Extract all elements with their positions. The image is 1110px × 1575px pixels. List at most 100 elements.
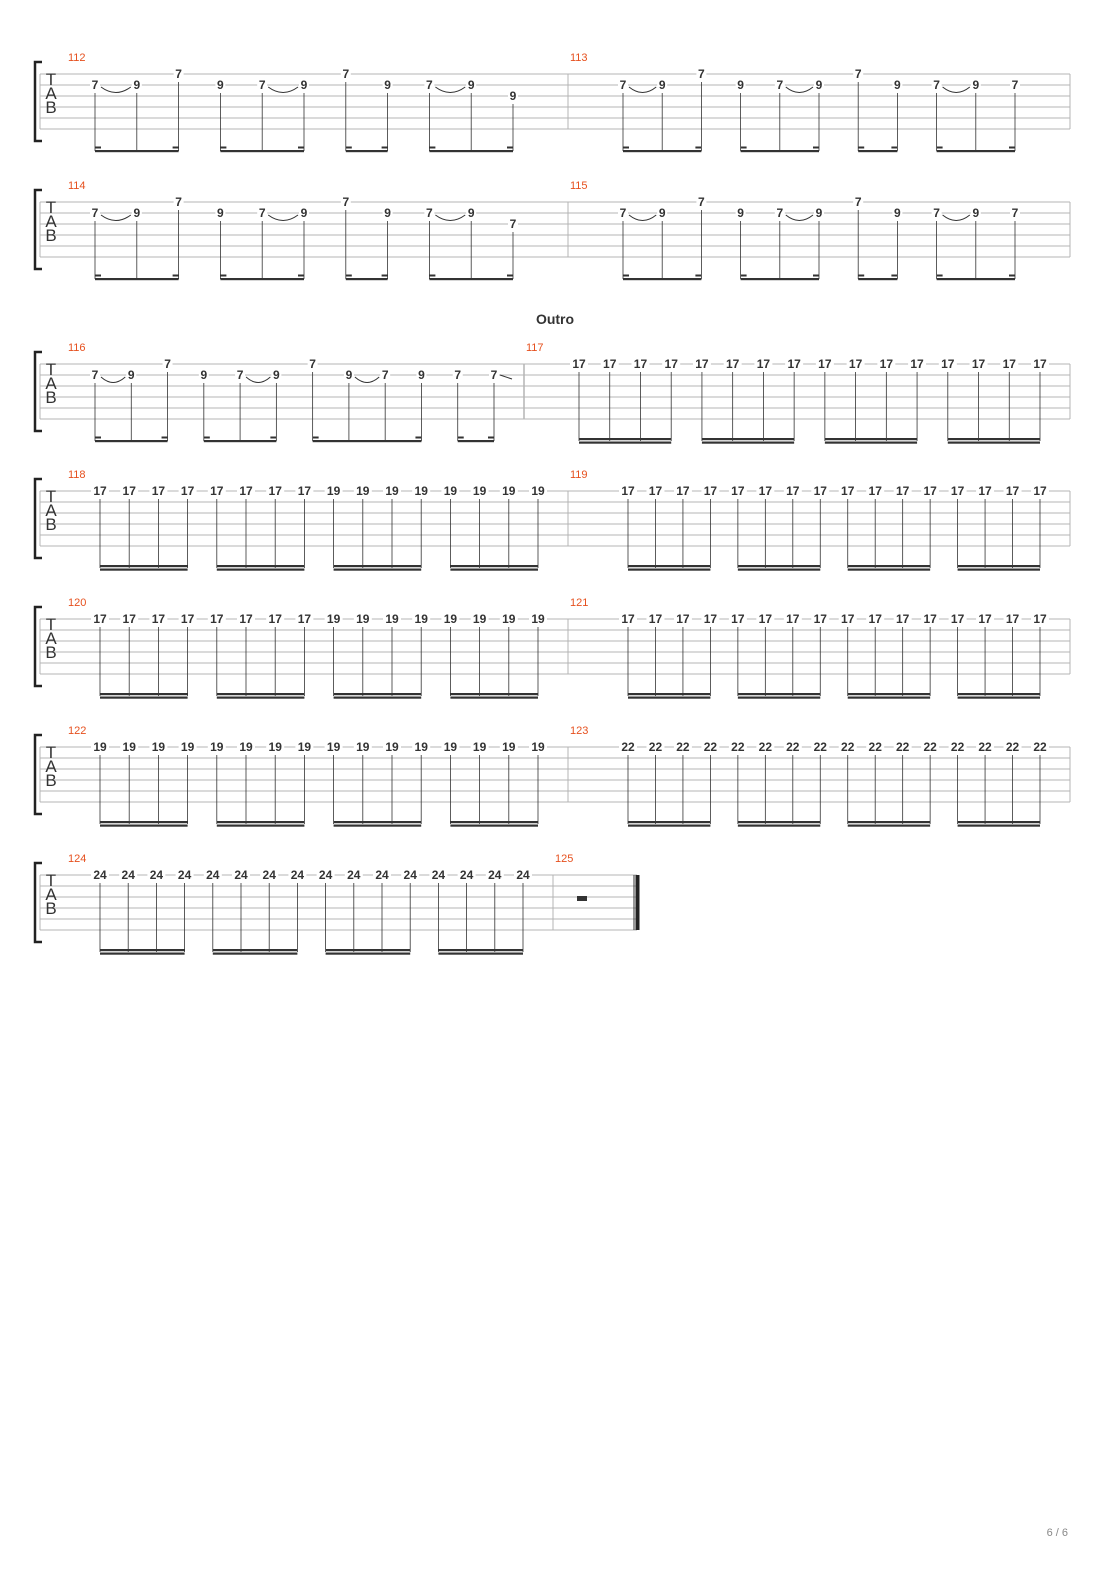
- fret-number: 19: [502, 740, 516, 754]
- beam-primary: [737, 565, 821, 568]
- fret-knockout: [324, 485, 343, 497]
- beam-primary: [100, 565, 188, 568]
- fret-number: 17: [757, 357, 771, 371]
- tie-arc: [100, 376, 126, 383]
- fret-knockout: [701, 741, 720, 753]
- beam-primary: [216, 821, 305, 824]
- fret-knockout: [178, 741, 197, 753]
- fret-number: 22: [759, 740, 773, 754]
- beam-stub: [95, 274, 101, 277]
- beam-stub: [936, 146, 943, 149]
- beam-primary: [333, 565, 422, 568]
- beam-secondary: [957, 568, 1040, 571]
- fret-number: 17: [649, 484, 663, 498]
- fret-knockout: [441, 613, 460, 625]
- fret-number: 17: [972, 357, 986, 371]
- tab-clef-letter: A: [45, 629, 57, 648]
- fret-knockout: [237, 485, 255, 497]
- tab-clef-letter: A: [45, 885, 57, 904]
- fret-knockout: [921, 741, 940, 753]
- fret-number: 17: [1003, 357, 1017, 371]
- fret-knockout: [657, 79, 668, 91]
- beam-primary: [216, 693, 305, 696]
- beam-primary: [957, 693, 1040, 696]
- fret-knockout: [938, 358, 957, 370]
- fret-number: 9: [659, 78, 666, 92]
- fret-number: 7: [510, 217, 517, 231]
- beam-primary: [95, 150, 179, 153]
- fret-knockout: [570, 358, 588, 370]
- fret-number: 17: [152, 612, 166, 626]
- fret-knockout: [969, 358, 988, 370]
- fret-number: 17: [298, 484, 312, 498]
- beam-secondary: [947, 441, 1040, 444]
- fret-knockout: [774, 207, 785, 219]
- fret-knockout: [618, 79, 628, 91]
- fret-number: 17: [1033, 612, 1047, 626]
- beam-primary: [740, 150, 819, 153]
- fret-number: 9: [301, 78, 308, 92]
- fret-number: 22: [896, 740, 910, 754]
- beam-stub: [95, 146, 101, 149]
- beam-stub: [457, 436, 464, 439]
- beam-primary: [847, 565, 931, 568]
- fret-knockout: [754, 358, 773, 370]
- fret-number: 24: [93, 868, 107, 882]
- measure-number: 122: [68, 725, 86, 737]
- fret-knockout: [814, 79, 824, 91]
- fret-knockout: [976, 485, 995, 497]
- fret-knockout: [735, 207, 746, 219]
- tie-arc: [628, 214, 657, 221]
- fret-knockout: [457, 869, 476, 881]
- fret-knockout: [91, 485, 109, 497]
- fret-knockout: [499, 485, 518, 497]
- fret-knockout: [235, 369, 246, 381]
- fret-knockout: [1010, 207, 1020, 219]
- fret-knockout: [948, 741, 967, 753]
- beam-primary: [100, 949, 185, 952]
- fret-knockout: [1003, 613, 1022, 625]
- beam-stub: [891, 274, 898, 277]
- beam-primary: [100, 693, 188, 696]
- fret-number: 9: [384, 78, 391, 92]
- fret-knockout: [892, 207, 903, 219]
- beam-secondary: [701, 441, 795, 444]
- fret-knockout: [921, 613, 940, 625]
- fret-knockout: [237, 741, 255, 753]
- fret-number: 17: [93, 484, 107, 498]
- beam-stub: [203, 436, 210, 439]
- beam-stub: [429, 274, 436, 277]
- beam-stub: [345, 274, 352, 277]
- fret-knockout: [149, 741, 168, 753]
- fret-knockout: [266, 485, 285, 497]
- beam-stub: [858, 146, 865, 149]
- measure-number: 121: [570, 597, 588, 609]
- system-bracket: [33, 861, 42, 944]
- fret-number: 24: [460, 868, 474, 882]
- fret-number: 7: [342, 195, 349, 209]
- beam-primary: [212, 949, 298, 952]
- tab-clef-letter: A: [45, 374, 57, 393]
- fret-number: 22: [814, 740, 828, 754]
- measure-number: 116: [68, 342, 86, 354]
- fret-knockout: [931, 207, 942, 219]
- fret-number: 22: [786, 740, 800, 754]
- fret-knockout: [470, 741, 489, 753]
- fret-knockout: [619, 485, 637, 497]
- fret-number: 19: [531, 484, 545, 498]
- final-barline-thick: [635, 875, 640, 930]
- fret-knockout: [657, 207, 668, 219]
- fret-number: 19: [298, 740, 312, 754]
- fret-number: 17: [731, 612, 745, 626]
- fret-number: 17: [676, 484, 690, 498]
- fret-number: 17: [786, 612, 800, 626]
- beam-primary: [429, 278, 513, 281]
- fret-number: 17: [181, 612, 195, 626]
- fret-number: 17: [787, 357, 801, 371]
- fret-knockout: [877, 358, 896, 370]
- beam-primary: [858, 278, 898, 281]
- beam-secondary: [737, 568, 821, 571]
- fret-knockout: [838, 741, 857, 753]
- fret-number: 17: [572, 357, 586, 371]
- tab-clef-letter: T: [46, 743, 56, 762]
